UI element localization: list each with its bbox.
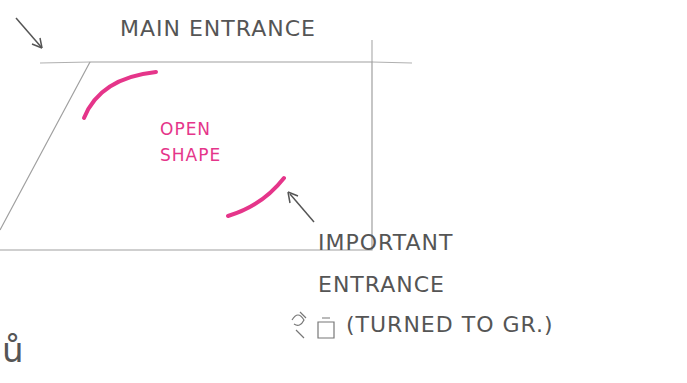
note-label: ů <box>2 330 42 370</box>
pink-arc <box>228 178 284 216</box>
arrow-head <box>32 38 42 48</box>
shape-label: OPEN SHAPE <box>160 116 240 168</box>
pink-arc <box>84 72 156 118</box>
shape-outline: OPEN SHAPE <box>0 62 372 252</box>
construction-line <box>371 40 372 62</box>
construction-line <box>372 62 412 63</box>
note-label: (TURNED TO GR.) <box>346 310 606 340</box>
leader-arrow <box>16 18 42 48</box>
construction-line <box>40 62 90 63</box>
figure-scribble <box>292 312 334 338</box>
outline-path <box>0 62 372 250</box>
leader-arrow <box>290 194 314 222</box>
arrow-head <box>288 192 298 203</box>
note-label: IMPORTANT ENTRANCE <box>318 222 478 306</box>
note-label: MAIN ENTRANCE <box>120 14 420 44</box>
